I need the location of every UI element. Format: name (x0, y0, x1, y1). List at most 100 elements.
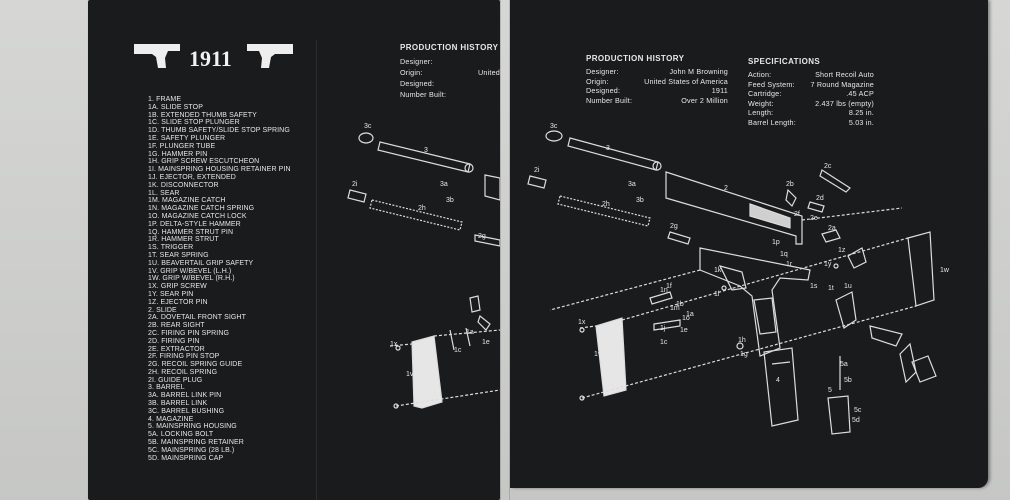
callout-3c: 3c (364, 123, 372, 130)
callout-5a: 5a (840, 361, 848, 368)
recoil-spring-part (369, 199, 463, 231)
parts-list-item: 1K. DISCONNECTOR (148, 181, 219, 189)
parts-list-item: 1C. SLIDE STOP PLUNGER (148, 119, 240, 127)
parts-list-item: 1L. SEAR (148, 189, 180, 197)
parts-list-item: 1B. EXTENDED THUMB SAFETY (148, 111, 257, 119)
callout-1a: 1a (686, 311, 694, 318)
parts-list-item: 3C. BARREL BUSHING (148, 407, 225, 415)
callout-1b: 1b (676, 301, 684, 308)
callout-2i: 2i (534, 167, 540, 174)
parts-list-item: 1H. GRIP SCREW ESCUTCHEON (148, 158, 260, 166)
parts-list-item: 2H. RECOIL SPRING (148, 368, 218, 376)
parts-list-item: 1P. DELTA-STYLE HAMMER (148, 220, 241, 228)
parts-list-item: 1M. MAGAZINE CATCH (148, 197, 226, 205)
production-history-value: Over 2 Million (681, 95, 728, 105)
specification-label: Length: (748, 108, 774, 117)
callout-2a: 2a (828, 225, 836, 232)
callout-2b: 2b (786, 181, 794, 188)
callout-1t: 1t (828, 285, 834, 292)
designed-label: Designed: (400, 79, 435, 88)
production-history-heading: PRODUCTION HISTORY (400, 43, 499, 52)
origin-label: Origin: (400, 68, 423, 77)
callout-2g: 2g (670, 223, 678, 230)
callout-2h: 2h (418, 205, 426, 212)
specification-label: Feed System: (748, 79, 795, 89)
parts-list-item: 1W. GRIP W/BEVEL (R.H.) (148, 275, 235, 283)
production-history-label: Designed: (586, 86, 621, 95)
callout-1v: 1v (594, 351, 602, 358)
parts-list-item: 5. MAINSPRING HOUSING (148, 423, 237, 431)
callout-5b: 5b (844, 377, 852, 384)
parts-list-item: 2B. REAR SIGHT (148, 322, 205, 330)
production-history-value: 1911 (711, 86, 728, 95)
parts-list-item: 1Y. SEAR PIN (148, 290, 194, 298)
mat-divider (316, 40, 317, 500)
parts-list-item: 4. MAGAZINE (148, 415, 194, 423)
callout-5: 5 (828, 387, 832, 394)
specification-value: Short Recoil Auto (815, 70, 874, 79)
grip-right-part (907, 231, 935, 307)
callout-2f: 2f (794, 211, 800, 218)
callout-3: 3 (424, 147, 428, 154)
parts-list-item: 2F. FIRING PIN STOP (148, 353, 220, 361)
parts-list-item: 2I. GUIDE PLUG (148, 376, 203, 384)
slide-part (665, 171, 803, 245)
callout-1q: 1q (780, 251, 788, 258)
guide-plug-part (347, 189, 367, 203)
parts-list-item: 1J. EJECTOR, EXTENDED (148, 173, 236, 181)
parts-list-item: 2C. FIRING PIN SPRING (148, 329, 230, 337)
barrel-bushing-part (358, 132, 374, 144)
callout-1f: 1f (666, 283, 672, 290)
callout-1n: 1n (660, 287, 668, 294)
specification-label: Cartridge: (748, 89, 782, 98)
mainspring-housing-part (827, 395, 851, 435)
specification-label: Action: (748, 70, 772, 79)
parts-list-item: 1Z. EJECTOR PIN (148, 298, 208, 306)
specifications-heading: SPECIFICATIONS (748, 57, 821, 66)
parts-list-item: 1X. GRIP SCREW (148, 283, 207, 291)
production-history-label: Origin: (586, 76, 609, 86)
parts-list-item: 1I. MAINSPRING HOUSING RETAINER PIN (148, 166, 291, 174)
callout-2c: 2c (824, 163, 832, 170)
callout-1u: 1u (844, 283, 852, 290)
specification-value: 7 Round Magazine (810, 79, 874, 89)
callout-2d: 2d (816, 195, 824, 202)
parts-list-item: 1R. HAMMER STRUT (148, 236, 219, 244)
callout-1w: 1w (940, 267, 950, 274)
barrel-part (567, 137, 659, 171)
production-history-label: Designer: (586, 67, 619, 76)
callout-1y: 1y (824, 261, 832, 268)
gun-mat-left (88, 0, 500, 500)
parts-list-item: 1N. MAGAZINE CATCH SPRING (148, 205, 255, 213)
parts-list-item: 2. SLIDE (148, 306, 177, 314)
callout-2: 2 (724, 185, 728, 192)
callout-3b: 3b (446, 197, 454, 204)
callout-1e: 1e (482, 339, 490, 346)
parts-list-item: 5C. MAINSPRING (28 LB.) (148, 446, 235, 454)
parts-list-item: 5D. MAINSPRING CAP (148, 454, 224, 462)
callout-3a: 3a (628, 181, 636, 188)
callout-1r: 1r (786, 261, 793, 268)
callout-1h: 1h (738, 337, 746, 344)
callout-1j: 1j (660, 325, 666, 332)
callout-5c: 5c (854, 407, 862, 414)
parts-list-item: 1T. SEAR SPRING (148, 251, 209, 259)
production-history-heading: PRODUCTION HISTORY (586, 54, 685, 63)
callout-1z: 1z (838, 247, 846, 254)
recoil-spring-part (557, 195, 651, 227)
parts-list-item: 1. FRAME (148, 96, 182, 103)
specification-label: Weight: (748, 98, 774, 108)
magazine-part (763, 347, 799, 427)
parts-list-item: 1D. THUMB SAFETY/SLIDE STOP SPRING (148, 127, 290, 135)
callout-1m: 1m (670, 305, 680, 312)
callout-1c: 1c (660, 339, 668, 346)
right-photo: PRODUCTION HISTORY Designer:John M Brown… (510, 0, 1010, 500)
specification-label: Barrel Length: (748, 117, 796, 127)
callout-1x: 1x (578, 319, 586, 326)
parts-list-item: 1F. PLUNGER TUBE (148, 142, 216, 150)
callout-5d: 5d (852, 417, 860, 424)
grip-left-part (595, 317, 627, 397)
pistol-silhouettes (134, 44, 293, 68)
parts-list-item: 1S. TRIGGER (148, 244, 194, 252)
